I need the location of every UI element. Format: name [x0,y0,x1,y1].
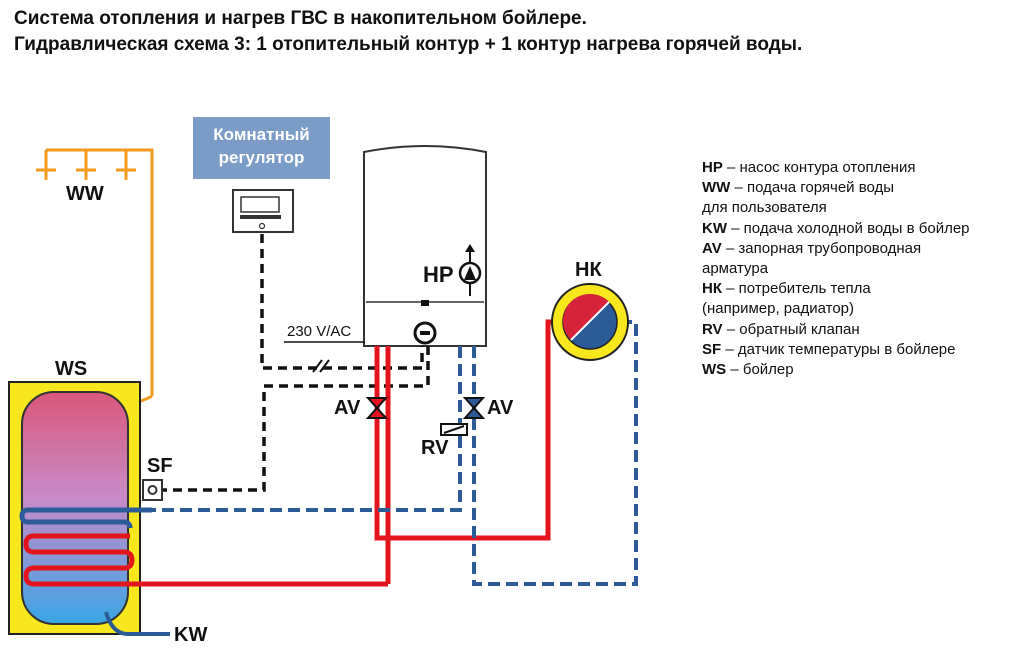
heating-supply-pipe [374,319,556,584]
label-av-right: AV [487,397,514,419]
legend-item: арматура [702,260,769,278]
legend-item: (например, радиатор) [702,300,855,318]
room-regulator-line2: регулятор [218,148,305,167]
legend-item: AV – запорная трубопроводная [702,239,922,257]
diagram-title-line2: Гидравлическая схема 3: 1 отопительный к… [14,34,803,55]
label-sf: SF [147,455,173,477]
label-kw: KW [174,624,208,646]
legend-item: WW – подача горячей воды [702,179,895,197]
legend: HP – насос контура отопления WW – подача… [702,158,970,380]
room-regulator-device [232,189,294,233]
legend-item: WS – бойлер [702,361,794,379]
heat-consumer-radiator [551,283,629,361]
label-ws: WS [55,358,88,380]
shutoff-valve-right-icon [462,397,486,419]
label-rv: RV [421,437,449,459]
cable-break-mark [312,359,330,373]
control-cables [162,234,430,492]
heating-coil-supply [23,533,388,587]
boiler-unit [363,145,487,347]
diagram-title-line1: Система отопления и нагрев ГВС в накопит… [14,8,587,29]
room-regulator-label: Комнатный регулятор [193,117,330,179]
room-regulator-line1: Комнатный [213,125,310,144]
heating-return-pipe [152,320,638,586]
heating-coil-return [19,507,152,529]
legend-item: SF – датчик температуры в бойлере [702,340,956,358]
label-hp: HP [423,262,454,287]
pump-icon [458,244,482,296]
temperature-sensor [142,479,163,501]
label-hk: НК [575,259,602,281]
legend-item: KW – подача холодной воды в бойлер [702,219,970,237]
check-valve-icon [440,423,468,436]
label-ww: WW [66,183,104,205]
label-av-left: AV [334,397,361,419]
legend-item: для пользователя [702,199,827,217]
label-voltage: 230 V/AC [287,323,352,340]
legend-item: RV – обратный клапан [702,320,860,338]
legend-item: HP – насос контура отопления [702,159,916,176]
legend-item: НК – потребитель тепла [702,280,871,298]
cold-water-inlet [104,611,170,636]
shutoff-valve-left-icon [365,397,389,419]
